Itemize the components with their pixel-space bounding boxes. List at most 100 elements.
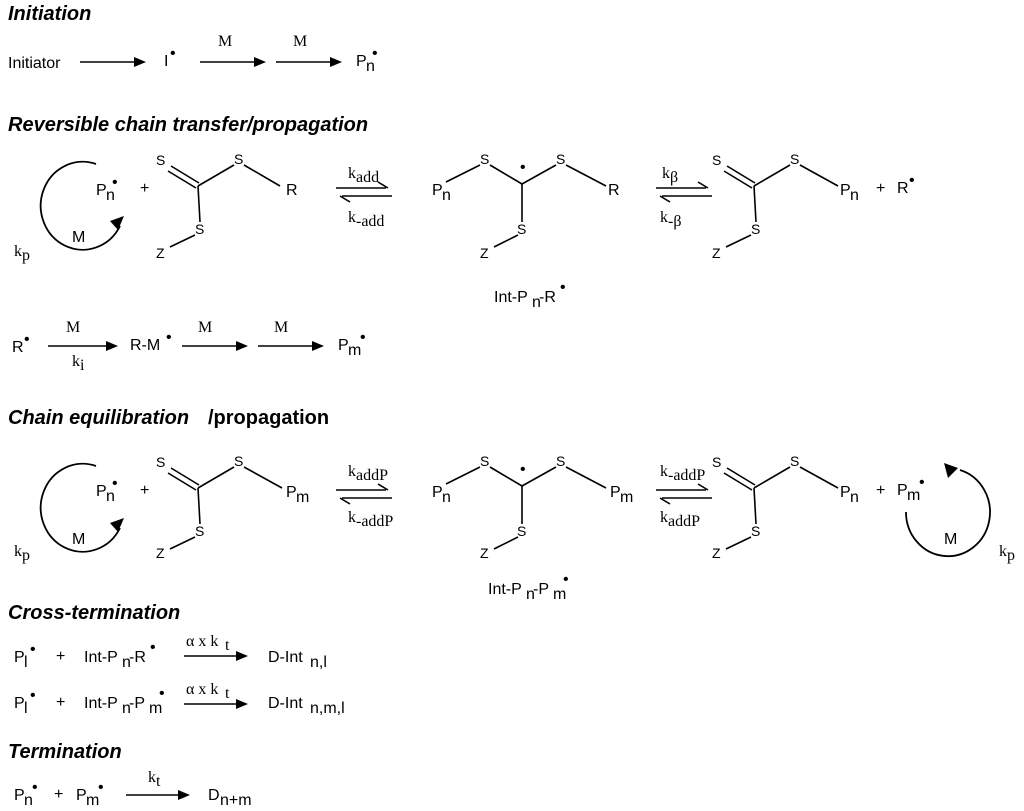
svg-text:Z: Z: [712, 245, 721, 261]
reaction-arrow: [80, 57, 146, 67]
svg-text:m: m: [348, 342, 361, 359]
svg-text:n: n: [106, 187, 115, 204]
reaction-arrow: [258, 341, 324, 351]
equilibrium-arrow: [336, 181, 392, 203]
svg-text:•: •: [30, 641, 36, 658]
rate-constant-kp: k: [999, 543, 1007, 560]
plus-sign: +: [56, 648, 65, 665]
heading-propagation: /propagation: [208, 407, 329, 429]
svg-text:M: M: [274, 319, 288, 336]
reaction-arrow: [276, 57, 342, 67]
svg-text:n+m: n+m: [220, 792, 252, 809]
svg-text:n,l: n,l: [310, 654, 327, 671]
propagating-radical: P: [14, 787, 25, 804]
svg-text:S: S: [751, 221, 760, 237]
rate-constant-kbeta: k: [662, 165, 670, 182]
rate-constant-kaddP: k: [660, 509, 668, 526]
monomer-label: M: [72, 229, 85, 246]
svg-text:P: P: [840, 182, 851, 199]
svg-text:•: •: [563, 571, 569, 588]
heading-cross-termination: Cross-termination: [8, 602, 180, 624]
rate-constant-ki: k: [72, 353, 80, 370]
macro-raft-structure: [167, 466, 283, 550]
svg-text:-addP: -addP: [356, 513, 393, 530]
equilibrium-arrow: [656, 483, 712, 505]
rate-constant-kp: k: [14, 243, 22, 260]
radical-dot: •: [372, 45, 378, 62]
svg-text:n,m,l: n,m,l: [310, 700, 345, 717]
svg-text:-addP: -addP: [668, 467, 705, 484]
svg-text:•: •: [360, 329, 366, 346]
svg-text:add: add: [356, 169, 379, 186]
dead-intermediate: D-Int: [268, 649, 303, 666]
svg-text:S: S: [712, 152, 721, 168]
plus-sign: +: [140, 482, 149, 499]
svg-text:p: p: [1007, 547, 1015, 564]
svg-text:l: l: [24, 700, 28, 717]
svg-text:S: S: [480, 151, 489, 167]
svg-text:S: S: [195, 221, 204, 237]
svg-text:M: M: [198, 319, 212, 336]
svg-text:•: •: [520, 159, 526, 176]
macro-raft-structure: [723, 466, 839, 550]
svg-text:R: R: [608, 182, 620, 199]
initiator-radical: I: [164, 53, 168, 70]
intermediate-label: Int-P: [84, 649, 118, 666]
svg-text:S: S: [517, 221, 526, 237]
svg-text:m: m: [86, 792, 99, 809]
svg-text:m: m: [149, 700, 162, 717]
propagating-radical: P: [897, 482, 908, 499]
initiator-label: Initiator: [8, 55, 61, 72]
svg-text:-add: -add: [356, 213, 384, 230]
svg-text:S: S: [195, 523, 204, 539]
svg-text:n: n: [850, 187, 859, 204]
svg-text:S: S: [234, 151, 243, 167]
monomer-label: M: [72, 531, 85, 548]
svg-text:•: •: [98, 779, 104, 796]
svg-text:l: l: [24, 654, 28, 671]
svg-text:-β: -β: [668, 213, 681, 230]
svg-text:addP: addP: [668, 513, 700, 530]
radical-dot: •: [170, 45, 176, 62]
svg-text:S: S: [234, 453, 243, 469]
propagation-cycle: [39, 462, 124, 553]
rate-constant-alpha-kt: α x k: [186, 681, 218, 698]
svg-text:n: n: [526, 586, 535, 603]
svg-text:M: M: [66, 319, 80, 336]
svg-text:m: m: [907, 487, 920, 504]
reinitiated-radical: R-M: [130, 337, 160, 354]
svg-text:n: n: [442, 489, 451, 506]
heading-reversible-chain-transfer: Reversible chain transfer/propagation: [8, 114, 368, 136]
plus-sign: +: [56, 694, 65, 711]
svg-text:-P: -P: [129, 695, 145, 712]
heading-initiation: Initiation: [8, 3, 91, 25]
plus-sign: +: [876, 180, 885, 197]
svg-text:n: n: [442, 187, 451, 204]
svg-text:•: •: [112, 475, 118, 492]
reaction-arrow: [184, 699, 248, 709]
monomer-label: M: [218, 33, 232, 50]
svg-text:•: •: [919, 474, 925, 491]
rate-constant-k-addP: k: [348, 509, 356, 526]
svg-text:•: •: [30, 687, 36, 704]
svg-text:n: n: [122, 654, 131, 671]
plus-sign: +: [54, 786, 63, 803]
svg-text:n: n: [122, 700, 131, 717]
heading-chain-equilibration: Chain equilibration: [8, 407, 189, 429]
heading-termination: Termination: [8, 741, 122, 763]
propagating-radical: P: [356, 53, 367, 70]
reaction-arrow: [48, 341, 118, 351]
intermediate-label: Int-P: [84, 695, 118, 712]
leaving-radical: R: [897, 180, 909, 197]
svg-text:S: S: [156, 454, 165, 470]
dead-intermediate: D-Int: [268, 695, 303, 712]
rate-constant-kp: k: [14, 543, 22, 560]
svg-text:•: •: [560, 279, 566, 296]
svg-text:-P: -P: [533, 581, 549, 598]
propagation-cycle: [39, 160, 124, 251]
rate-constant-kaddP: k: [348, 463, 356, 480]
svg-text:S: S: [751, 523, 760, 539]
svg-text:addP: addP: [356, 467, 388, 484]
svg-text:P: P: [432, 484, 443, 501]
svg-text:S: S: [480, 453, 489, 469]
